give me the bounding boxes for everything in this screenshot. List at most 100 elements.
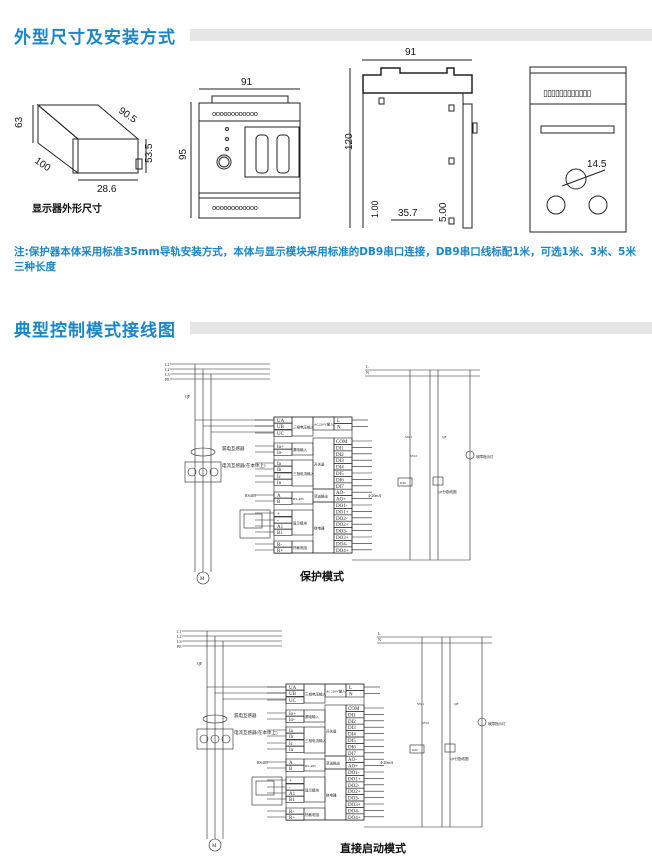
dim-side-width: 91 bbox=[405, 47, 417, 58]
terminal-L: L bbox=[349, 686, 352, 691]
function-label: 变送输出 bbox=[326, 761, 340, 766]
terminal-COM: COM bbox=[336, 440, 348, 445]
function-label: 三相电压输入 bbox=[293, 425, 314, 430]
function-label: 热敏电阻 bbox=[293, 545, 307, 550]
bus-label-L2: L2 bbox=[177, 634, 181, 639]
terminal-DO1-: DO1- bbox=[348, 771, 360, 776]
terminal-Io-: Io- bbox=[277, 451, 283, 456]
motor-icon bbox=[196, 571, 210, 585]
ma-label: 4-20mA bbox=[368, 493, 381, 498]
terminal--: - bbox=[289, 786, 291, 791]
dim-63: 63 bbox=[14, 116, 25, 128]
ct-icon bbox=[198, 467, 208, 477]
terminal-In: In bbox=[289, 748, 294, 753]
bus-label-L3: L3 bbox=[165, 372, 169, 377]
function-label: 显示模块 bbox=[305, 788, 319, 793]
function-label: 继电器 bbox=[326, 793, 337, 798]
ma-label: 4-20mA bbox=[380, 760, 393, 765]
terminal-UB: UB bbox=[277, 425, 285, 430]
terminal--: - bbox=[277, 519, 279, 524]
km-label: KM bbox=[412, 748, 419, 752]
svg-text:oooooooooooo: oooooooooooo bbox=[212, 204, 258, 212]
terminal-Ib: Ib bbox=[289, 735, 294, 740]
motor-label: M bbox=[200, 577, 205, 582]
lamp-label: 故障指示灯 bbox=[488, 721, 506, 726]
panel-view-drawing: ▯▯▯▯▯▯▯▯▯▯▯▯ bbox=[529, 66, 627, 233]
motor-label: M bbox=[212, 844, 217, 849]
terminal-COM: COM bbox=[348, 707, 360, 712]
terminal-DI6: DI6 bbox=[348, 745, 356, 750]
rs485-label: RS485 bbox=[257, 760, 268, 765]
ct-icon bbox=[209, 467, 219, 477]
bus-label-L1: L1 bbox=[165, 362, 169, 367]
terminal-DI7: DI7 bbox=[336, 485, 344, 490]
svg-text:oooooooooooo: oooooooooooo bbox=[212, 110, 258, 118]
terminal-AO-: AO- bbox=[336, 491, 345, 496]
terminal-DO1+: DO1+ bbox=[336, 510, 349, 515]
terminal-DO1-: DO1- bbox=[336, 504, 348, 509]
dim-35-7: 35.7 bbox=[398, 208, 418, 219]
terminal-R+: R+ bbox=[289, 816, 295, 821]
terminal-DO3+: DO3+ bbox=[336, 536, 349, 541]
ln-label-L: L bbox=[378, 631, 381, 636]
terminal-DI6: DI6 bbox=[336, 478, 344, 483]
qf-label-2: QF bbox=[442, 435, 447, 439]
terminal-UC: UC bbox=[277, 432, 285, 437]
installation-note: 注:保护器本体采用标准35mm导轨安装方式，本体与显示模块采用标准的DB9串口连… bbox=[14, 246, 636, 273]
terminal-A1: A1 bbox=[289, 792, 296, 797]
ct-icon bbox=[221, 734, 231, 744]
terminal-Ia: Ia bbox=[289, 729, 294, 734]
sw1-label: SW1 bbox=[417, 702, 424, 706]
ct-block bbox=[184, 461, 222, 483]
rs485-label: RS485 bbox=[245, 493, 256, 498]
display-caption: 显示器外形尺寸 bbox=[32, 204, 102, 215]
sw1-label: SW1 bbox=[405, 435, 412, 439]
sw2-label: SW2 bbox=[410, 454, 417, 458]
function-label: RS-485 bbox=[293, 497, 304, 501]
terminal-DI4: DI4 bbox=[348, 733, 356, 738]
terminal-DI3: DI3 bbox=[348, 726, 356, 731]
function-label: 开关量 bbox=[314, 462, 325, 467]
dim-53-5: 53.5 bbox=[144, 143, 155, 163]
section-header-dimensions: 外型尺寸及安装方式 bbox=[14, 25, 652, 48]
terminal-Io-: Io- bbox=[289, 718, 295, 723]
svg-text:▯▯▯▯▯▯▯▯▯▯▯▯: ▯▯▯▯▯▯▯▯▯▯▯▯ bbox=[543, 89, 591, 99]
ln-label-L: L bbox=[366, 364, 369, 369]
terminal-Ic: Ic bbox=[277, 475, 282, 480]
trip-coil bbox=[432, 476, 444, 486]
qf-label-2: QF bbox=[454, 702, 459, 706]
function-label: RS-485 bbox=[305, 764, 316, 768]
km-label: KM bbox=[400, 481, 407, 485]
dim-100: 100 bbox=[32, 155, 52, 174]
display-module-icon bbox=[251, 776, 283, 806]
km-coil bbox=[397, 477, 413, 487]
mode-title-direct-start: 直接启动模式 bbox=[340, 842, 406, 855]
motor-icon bbox=[208, 838, 222, 852]
bus-label-PE: PE bbox=[177, 644, 182, 649]
display-outline-drawing bbox=[32, 103, 147, 181]
function-label: 三相电流输入 bbox=[305, 738, 326, 743]
terminal-N: N bbox=[349, 693, 353, 698]
terminal-Ib: Ib bbox=[277, 468, 282, 473]
ct-label: 电流互感器(在本体上) bbox=[234, 729, 278, 736]
ct-block bbox=[196, 728, 234, 750]
terminal-DO4-: DO4- bbox=[336, 542, 348, 547]
bus-label-L2: L2 bbox=[165, 367, 169, 372]
terminal-AO+: AO+ bbox=[336, 498, 346, 503]
terminal-A: A bbox=[277, 494, 281, 499]
terminal-DI5: DI5 bbox=[348, 739, 356, 744]
terminal-+: + bbox=[289, 779, 292, 784]
terminal-Io+: Io+ bbox=[289, 712, 296, 717]
function-label: AC220V输入 bbox=[326, 689, 346, 694]
terminal-R-: R- bbox=[289, 810, 294, 815]
ln-label-N: N bbox=[378, 637, 381, 642]
ct-icon bbox=[187, 467, 197, 477]
terminal-DO4+: DO4+ bbox=[348, 816, 361, 821]
display-screen bbox=[255, 780, 275, 796]
terminal-DO3-: DO3- bbox=[336, 530, 348, 535]
section-header-wiring: 典型控制模式接线图 bbox=[14, 318, 652, 341]
terminal-Ia: Ia bbox=[277, 462, 282, 467]
bus-label-L1: L1 bbox=[177, 629, 181, 634]
terminal-Io+: Io+ bbox=[277, 445, 284, 450]
